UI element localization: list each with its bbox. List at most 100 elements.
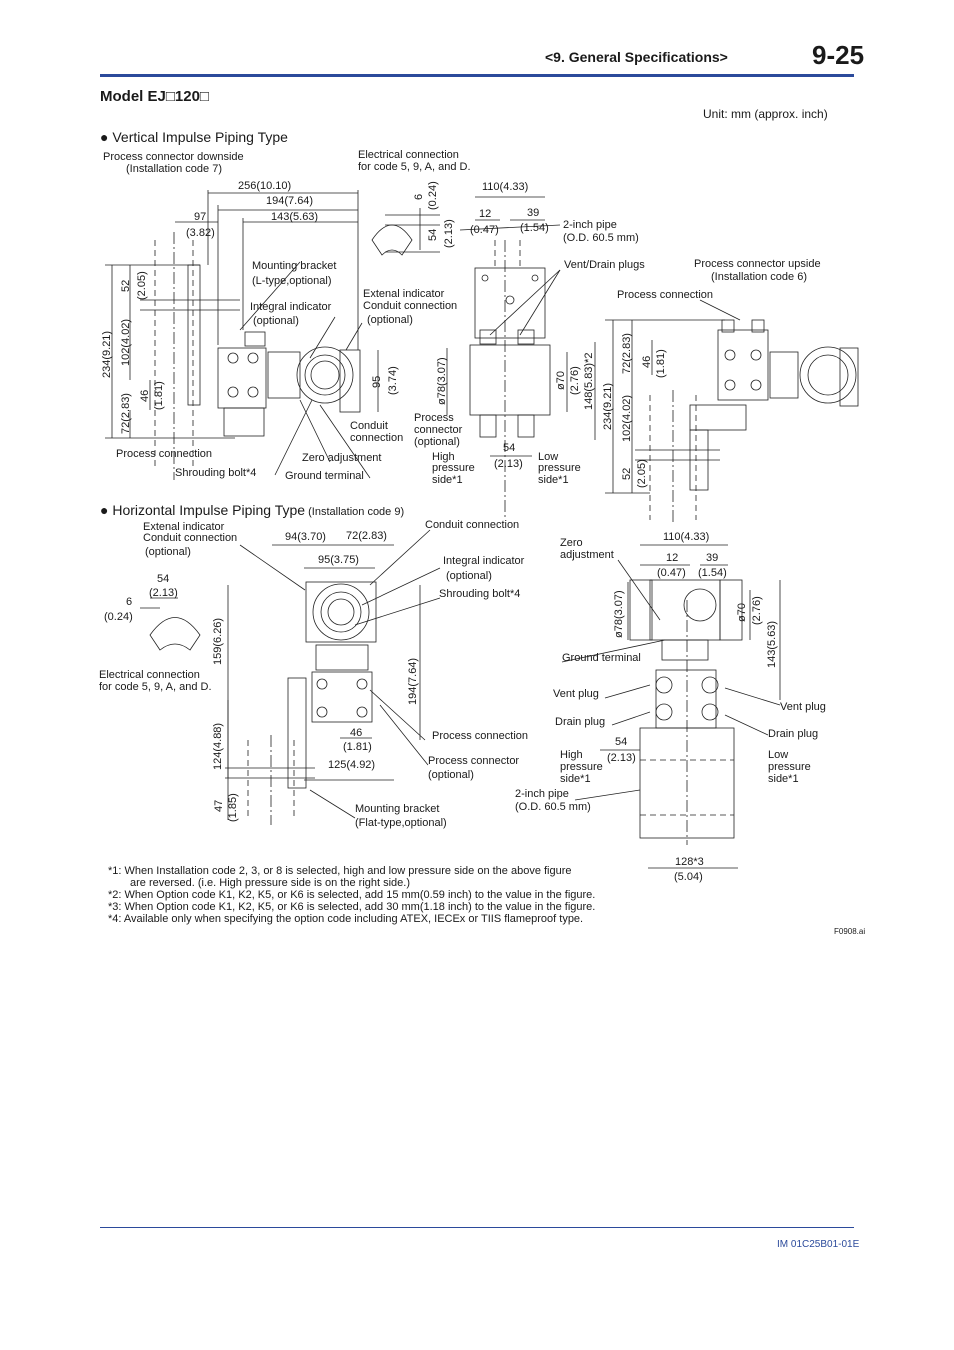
dim-97: 97 [194,211,206,223]
dim-102: 102(4.02) [120,319,132,366]
horizontal-heading: ● Horizontal Impulse Piping Type (Instal… [100,502,404,518]
h-label-zero: Zero [560,537,583,549]
h-label-process-connector-opt: (optional) [428,769,474,781]
note-2: *2: When Option code K1, K2, K5, or K6 i… [108,889,596,901]
h-label-process-connector: Process connector [428,755,519,767]
dim-46-right: 46 [641,356,653,368]
vertical-upside-view [635,319,859,522]
h-dim-dia70: ø70 [736,603,748,622]
h-dim-159: 159(6.26) [212,618,224,665]
dim-46: 46 [139,390,151,402]
dim-54v: 54 [427,229,439,241]
dim-52-inch: (2.05) [136,271,148,300]
h-dim-125: 125(4.92) [328,759,375,771]
label-pc-upside-code: (Installation code 6) [711,271,807,283]
h-dim-46-inch: (1.81) [343,741,372,753]
note-1: *1: When Installation code 2, 3, or 8 is… [108,865,572,877]
dim-12: 12 [479,208,491,220]
h-label-pipe: 2-inch pipe [515,788,569,800]
figure-id: F0908.ai [834,927,866,936]
note-4: *4: Available only when specifying the o… [108,913,584,925]
h-label-low-side: side*1 [768,773,799,785]
h-dim-94: 94(3.70) [285,531,326,543]
section-title: <9. General Specifications> [545,49,728,65]
model-title: Model EJ□120□ [100,88,209,105]
h-dim-47: 47 [213,800,225,812]
dim-6: 6 [413,194,425,200]
h-label-pipe-od: (O.D. 60.5 mm) [515,801,591,813]
label-pipe: 2-inch pipe [563,219,617,231]
h-dim-6: 6 [126,596,132,608]
horizontal-heading-text: ● Horizontal Impulse Piping Type [100,502,306,518]
h-dim-143: 143(5.63) [766,621,778,668]
h-label-drain-plug-left: Drain plug [555,716,605,728]
dim-12-inch: (0.47) [470,224,499,236]
dim-256: 256(10.10) [238,180,291,192]
dim-52-right: 52 [621,468,633,480]
dim-95: 95 [371,376,383,388]
label-ext-indicator: Extenal indicator [363,288,445,300]
horizontal-heading-code: (Installation code 9) [305,506,405,518]
footer-rule [100,1227,854,1228]
label-ground-terminal: Ground terminal [285,470,364,482]
label-high-side: side*1 [432,474,463,486]
label-ext-opt: (optional) [367,314,413,326]
vertical-front-view [469,196,551,520]
doc-number: IM 01C25B01-01E [777,1239,860,1250]
h-dim-128: 128*3 [675,856,704,868]
label-low-side: side*1 [538,474,569,486]
h-label-high: High [560,749,583,761]
h-dim-128-inch: (5.04) [674,871,703,883]
h-label-ext-opt: (optional) [145,546,191,558]
h-label-zero-adj: adjustment [560,549,614,561]
h-label-mounting-bracket-type: (Flat-type,optional) [355,817,447,829]
h-label-elec-codes: for code 5, 9, A, and D. [99,681,212,693]
label-low: Low [538,451,558,463]
label-mounting-bracket-type: (L-type,optional) [252,275,332,287]
label-high: High [432,451,455,463]
h-dim-dia78: ø78(3.07) [613,590,625,638]
h-dim-54: 54 [157,573,169,585]
label-high-pressure: pressure [432,462,475,474]
note-1-cont: are reversed. (i.e. High pressure side i… [130,877,411,889]
label-connector-opt: (optional) [414,436,460,448]
label-process-connection-left: Process connection [116,448,212,460]
h-label-low-pressure: pressure [768,761,811,773]
horizontal-front-view [629,579,743,845]
dim-110: 110(4.33) [482,181,528,193]
h-dim-54-right-inch: (2.13) [607,752,636,764]
label-conduit: Conduit [350,420,388,432]
label-low-pressure: pressure [538,462,581,474]
label-vent-drain: Vent/Drain plugs [564,259,645,271]
dim-6-inch: (0.24) [427,181,439,210]
label-elec-conn: Electrical connection [358,149,459,161]
dim-39: 39 [527,207,539,219]
h-label-integral-indicator: Integral indicator [443,555,525,567]
label-pipe-od: (O.D. 60.5 mm) [563,232,639,244]
dim-234-right: 234(9.21) [602,383,614,430]
h-dim-39-inch: (1.54) [698,567,727,579]
h-label-high-side: side*1 [560,773,591,785]
h-dim-110: 110(4.33) [663,531,709,543]
h-dim-95: 95(3.75) [318,554,359,566]
h-label-ext-indicator: Extenal indicator [143,521,225,533]
label-mounting-bracket: Mounting bracket [252,260,336,272]
h-dim-47-inch: (1.85) [227,793,239,822]
label-process-connection-right: Process connection [617,289,713,301]
h-label-mounting-bracket: Mounting bracket [355,803,439,815]
label-integral-indicator: Integral indicator [250,301,332,313]
h-label-conduit: Conduit connection [425,519,519,531]
vertical-heading: ● Vertical Impulse Piping Type [100,129,288,145]
label-connector: connector [414,424,463,436]
h-dim-6-inch: (0.24) [104,611,133,623]
label-conduit-conn: connection [350,432,403,444]
dim-102-right: 102(4.02) [621,395,633,442]
header-rule [100,74,854,77]
dim-52-right-inch: (2.05) [636,459,648,488]
note-3: *3: When Option code K1, K2, K5, or K6 i… [108,901,596,913]
dim-46-right-inch: (1.81) [655,349,667,378]
label-integral-indicator-opt: (optional) [253,315,299,327]
h-label-low: Low [768,749,788,761]
h-dim-12-inch: (0.47) [657,567,686,579]
